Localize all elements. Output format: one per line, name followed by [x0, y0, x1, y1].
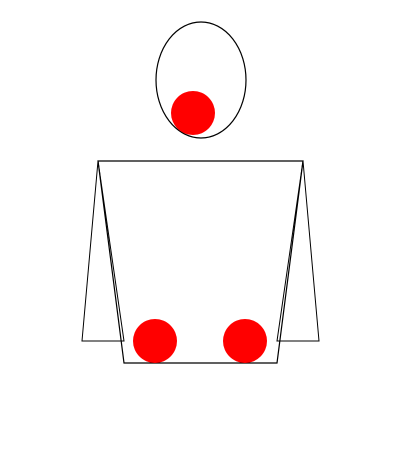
torso-outline [97, 160, 304, 364]
head-outline [155, 21, 247, 139]
right-marker [223, 319, 267, 363]
left-flap [81, 160, 125, 342]
left-marker [133, 319, 177, 363]
head-marker [171, 91, 215, 135]
right-flap [276, 160, 320, 342]
